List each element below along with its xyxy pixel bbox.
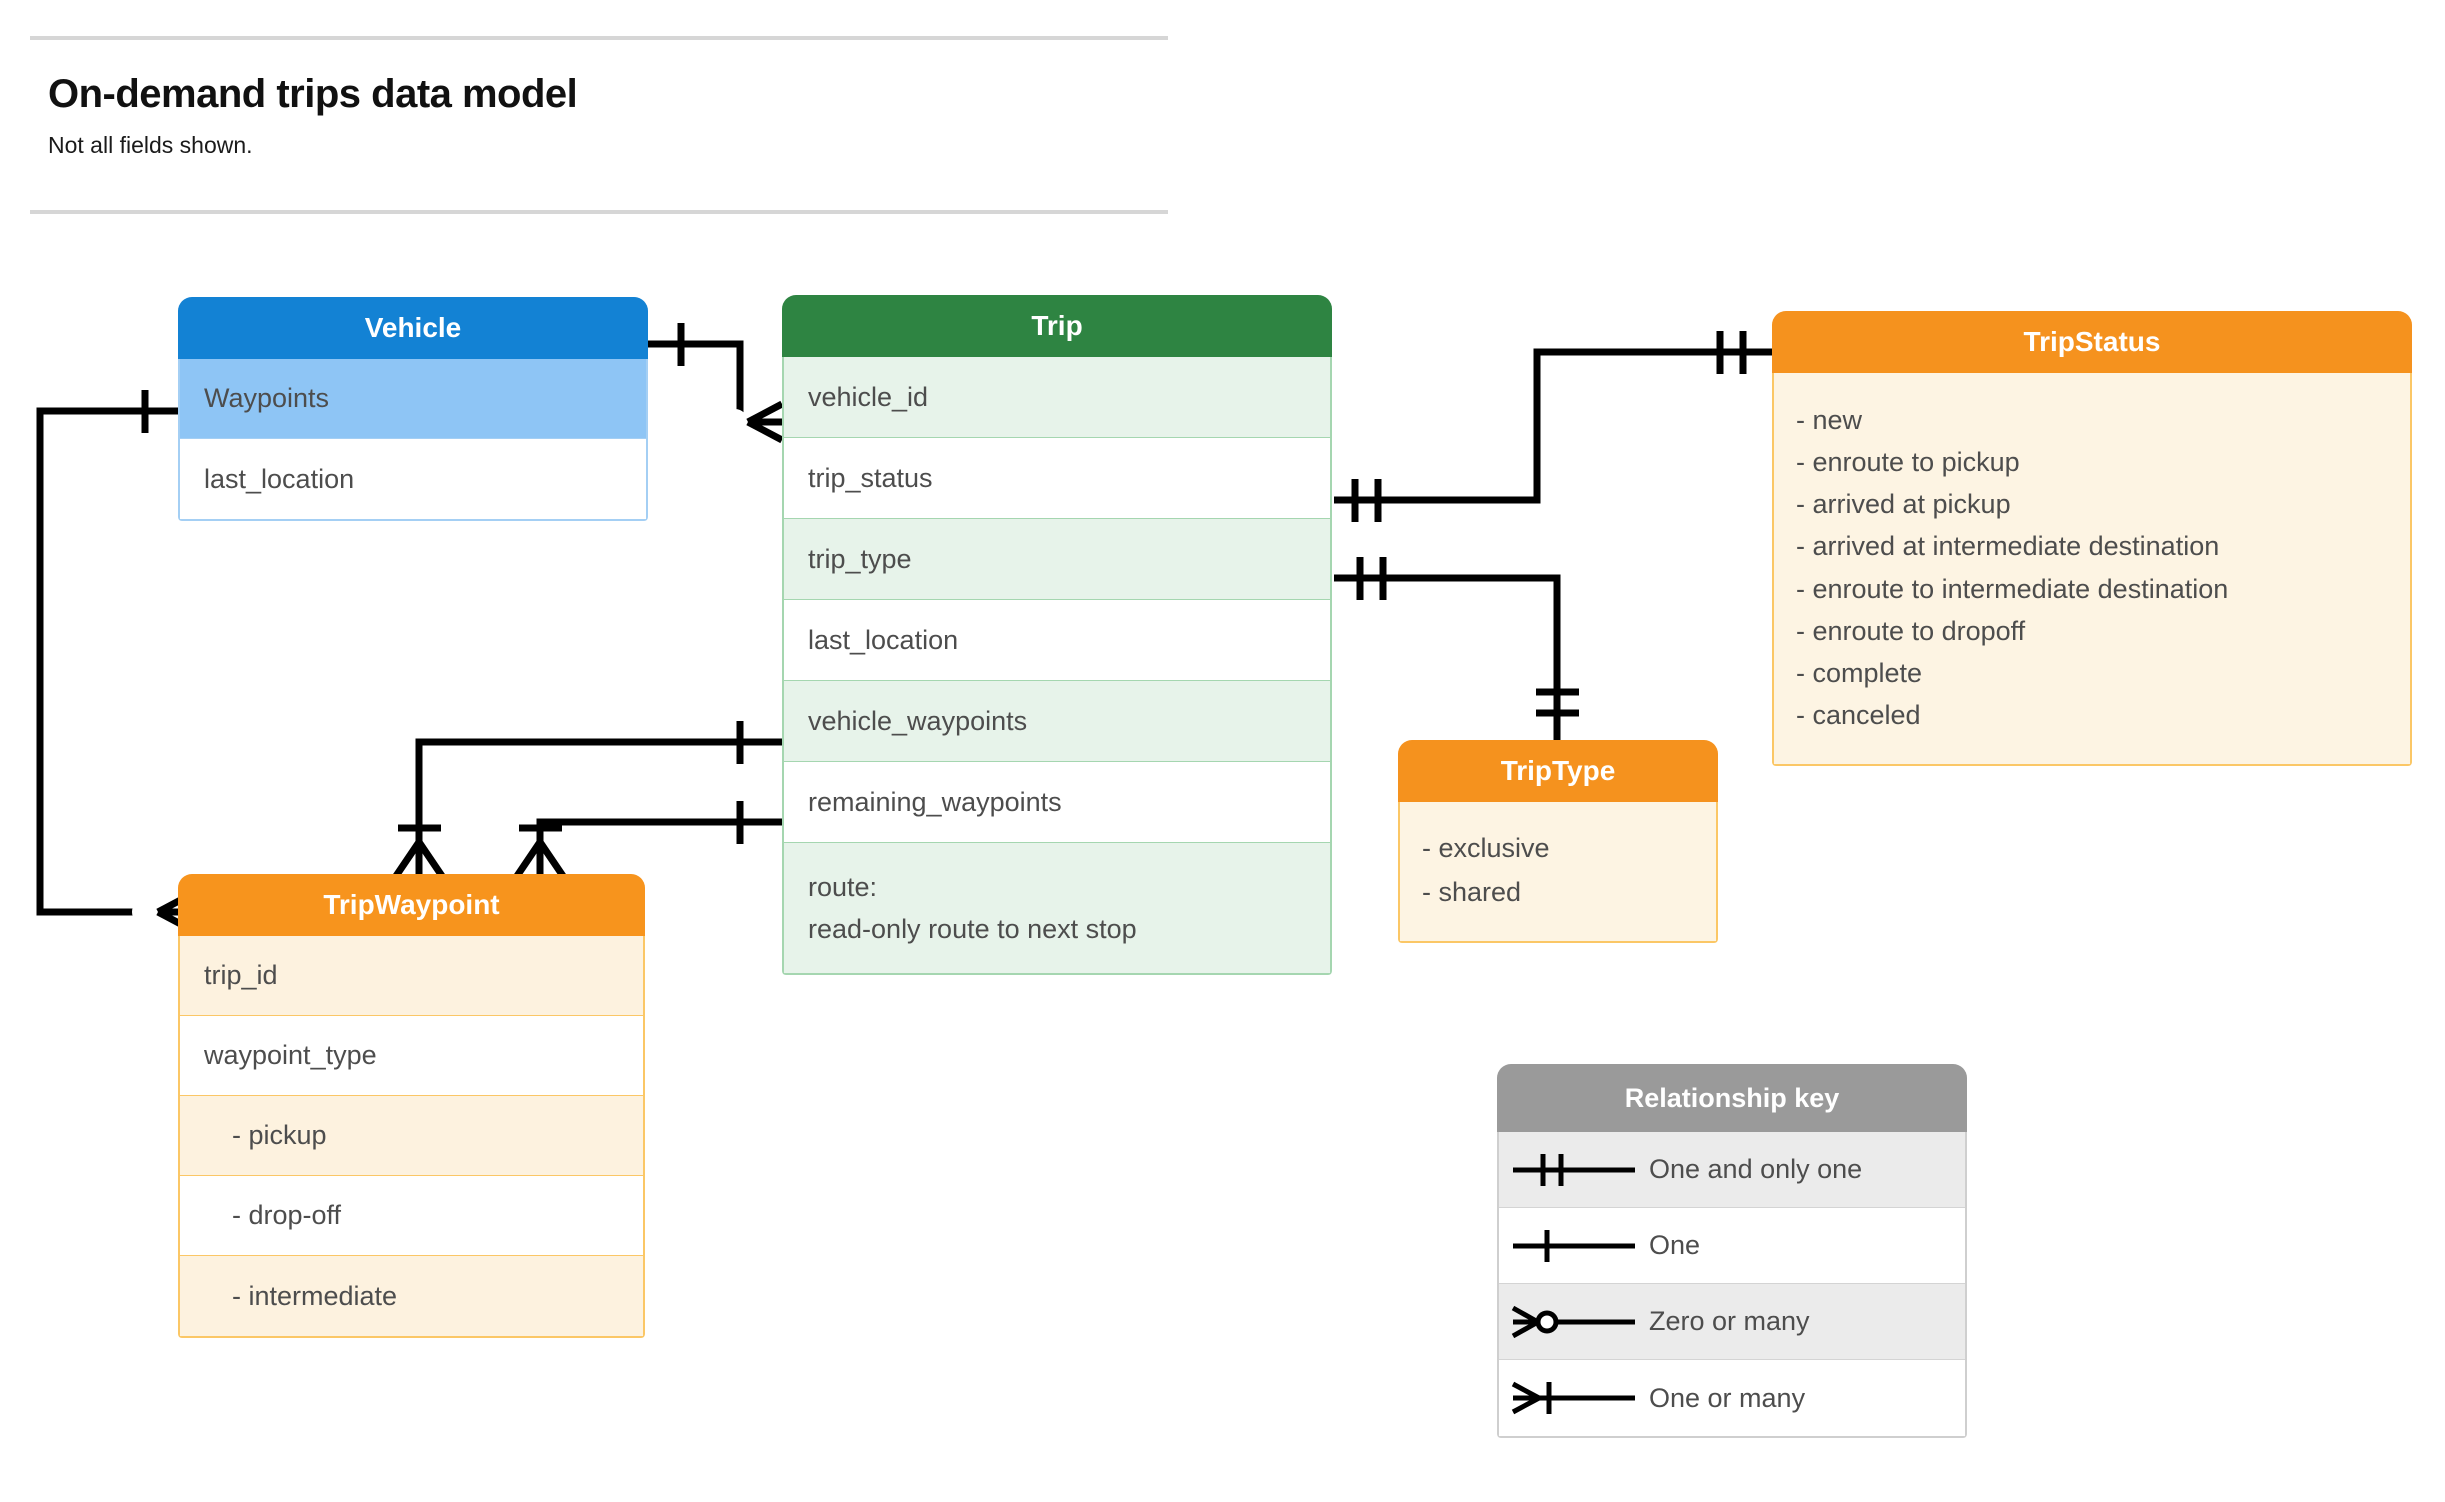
field-waypoint-type-pickup[interactable]: - pickup: [180, 1096, 643, 1176]
page-subtitle: Not all fields shown.: [48, 132, 253, 158]
field-route[interactable]: route: read-only route to next stop: [784, 843, 1330, 973]
field-trip-status[interactable]: trip_status: [784, 438, 1330, 519]
entity-trip-title: Trip: [782, 295, 1332, 357]
field-route-description: read-only route to next stop: [808, 913, 1137, 944]
one-or-many-icon: [1499, 1376, 1649, 1420]
entity-trip[interactable]: Trip vehicle_id trip_status trip_type la…: [782, 295, 1332, 975]
entity-vehicle-title: Vehicle: [178, 297, 648, 359]
field-trip-type[interactable]: trip_type: [784, 519, 1330, 600]
tripstatus-value: - new: [1796, 405, 1863, 435]
entity-triptype[interactable]: TripType - exclusive - shared: [1398, 740, 1718, 943]
header-divider-top: [30, 36, 1168, 40]
legend-title: Relationship key: [1497, 1064, 1967, 1132]
entity-tripstatus-title: TripStatus: [1772, 311, 2412, 373]
entity-trip-fields: vehicle_id trip_status trip_type last_lo…: [782, 357, 1332, 975]
triptype-value: - shared: [1422, 877, 1522, 908]
tripstatus-value: - enroute to pickup: [1796, 447, 2020, 478]
tripstatus-value: - canceled: [1796, 699, 1921, 730]
legend-row-zero-or-many: Zero or many: [1499, 1284, 1965, 1360]
page-title: On-demand trips data model: [48, 72, 578, 116]
entity-tripstatus-values: - new - enroute to pickup - arrived at p…: [1772, 373, 2412, 766]
entity-triptype-values: - exclusive - shared: [1398, 802, 1718, 943]
entity-triptype-title: TripType: [1398, 740, 1718, 802]
field-waypoint-type-intermediate[interactable]: - intermediate: [180, 1256, 643, 1336]
field-waypoints[interactable]: Waypoints: [180, 359, 646, 439]
one-and-only-one-icon: [1499, 1148, 1649, 1192]
tripstatus-value: - arrived at pickup: [1796, 489, 2011, 520]
field-remaining-waypoints[interactable]: remaining_waypoints: [784, 762, 1330, 843]
entity-vehicle[interactable]: Vehicle Waypoints last_location: [178, 297, 648, 521]
field-vehicle-id[interactable]: vehicle_id: [784, 357, 1330, 438]
legend-label: One and only one: [1649, 1154, 1863, 1184]
connector-vehicle-waypoints-to-tripwaypoint: [36, 390, 194, 934]
legend-label: Zero or many: [1649, 1306, 1810, 1336]
entity-tripwaypoint-fields: trip_id waypoint_type - pickup - drop-of…: [178, 936, 645, 1338]
connector-remaining-waypoints-to-tripwaypoint: [514, 801, 782, 878]
field-vehicle-waypoints[interactable]: vehicle_waypoints: [784, 681, 1330, 762]
field-route-label: route:: [808, 872, 878, 902]
tripstatus-value: - arrived at intermediate destination: [1796, 531, 2220, 562]
header-divider-bottom: [30, 210, 1168, 214]
triptype-value: - exclusive: [1422, 833, 1550, 863]
field-trip-id[interactable]: trip_id: [180, 936, 643, 1016]
zero-or-many-icon: [1499, 1300, 1649, 1344]
field-waypoint-type-dropoff[interactable]: - drop-off: [180, 1176, 643, 1256]
tripstatus-value: - enroute to dropoff: [1796, 615, 2026, 646]
legend-label: One or many: [1649, 1382, 1806, 1413]
entity-tripwaypoint-title: TripWaypoint: [178, 874, 645, 936]
legend-row-one: One: [1499, 1208, 1965, 1284]
one-icon: [1499, 1224, 1649, 1268]
tripstatus-value: - complete: [1796, 657, 1923, 688]
legend-row-one-and-only-one: One and only one: [1499, 1132, 1965, 1208]
connector-trip-type-to-triptype: [1334, 557, 1579, 740]
field-trip-last-location[interactable]: last_location: [784, 600, 1330, 681]
connector-trip-status-to-tripstatus: [1334, 331, 1772, 522]
relationship-key-legend: Relationship key One and only one: [1497, 1064, 1967, 1438]
connector-vehicle-waypoints-field-to-tripwaypoint: [393, 721, 782, 878]
tripstatus-value: - enroute to intermediate destination: [1796, 573, 2229, 604]
connector-vehicle-to-trip: [648, 323, 784, 444]
legend-row-one-or-many: One or many: [1499, 1360, 1965, 1436]
entity-tripwaypoint[interactable]: TripWaypoint trip_id waypoint_type - pic…: [178, 874, 645, 1338]
field-waypoint-type[interactable]: waypoint_type: [180, 1016, 643, 1096]
field-last-location[interactable]: last_location: [180, 439, 646, 519]
legend-label: One: [1649, 1230, 1701, 1260]
entity-vehicle-fields: Waypoints last_location: [178, 359, 648, 521]
entity-tripstatus[interactable]: TripStatus - new - enroute to pickup - a…: [1772, 311, 2412, 766]
legend-rows: One and only one One: [1497, 1132, 1967, 1438]
